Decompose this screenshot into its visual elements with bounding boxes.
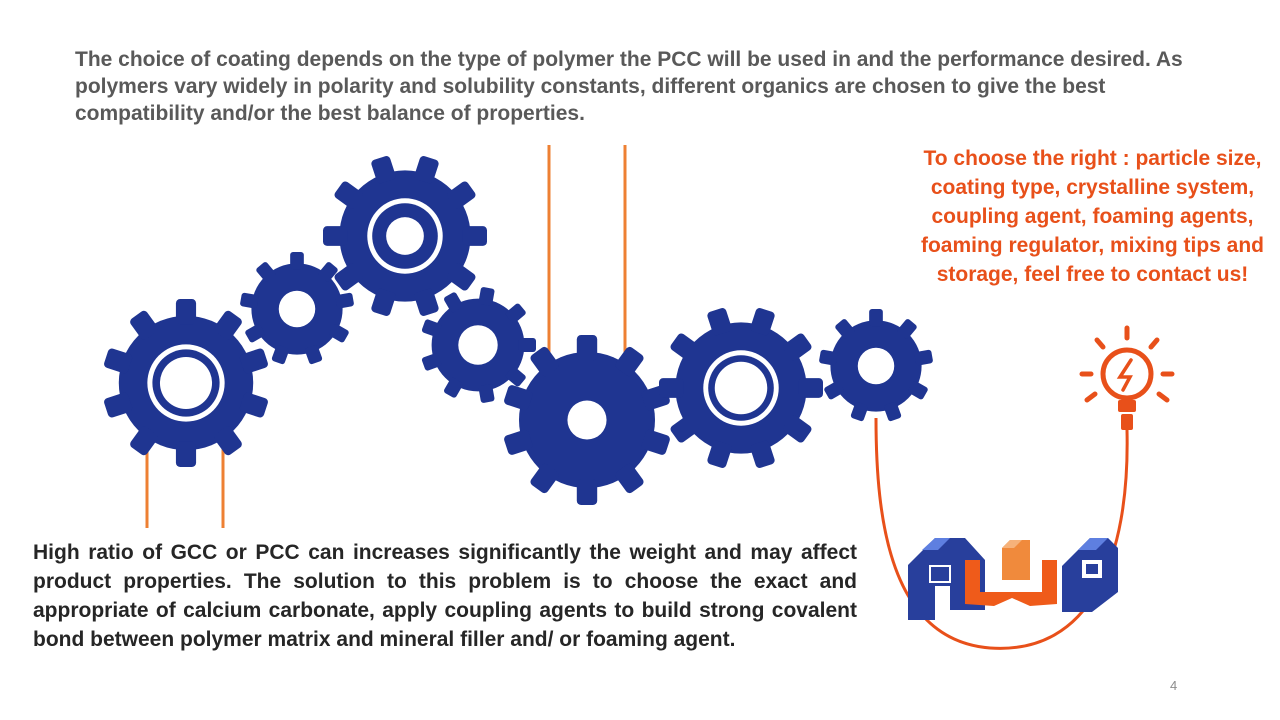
gear-icon <box>659 306 823 470</box>
cord-line <box>874 417 1129 650</box>
gear-icon <box>323 154 487 318</box>
contact-callout: To choose the right : particle size, coa… <box>920 147 1265 286</box>
gear-icon <box>818 309 934 422</box>
logo <box>908 538 1118 620</box>
gear-icon <box>421 286 536 404</box>
page-number: 4 <box>1170 678 1178 693</box>
gear-icon <box>239 252 355 365</box>
top-paragraph: The choice of coating depends on the typ… <box>75 48 1183 125</box>
lightbulb-icon <box>1079 325 1175 430</box>
gear-icon <box>102 299 270 467</box>
gear-icon <box>503 335 671 505</box>
bottom-paragraph: High ratio of GCC or PCC can increases s… <box>33 541 857 651</box>
